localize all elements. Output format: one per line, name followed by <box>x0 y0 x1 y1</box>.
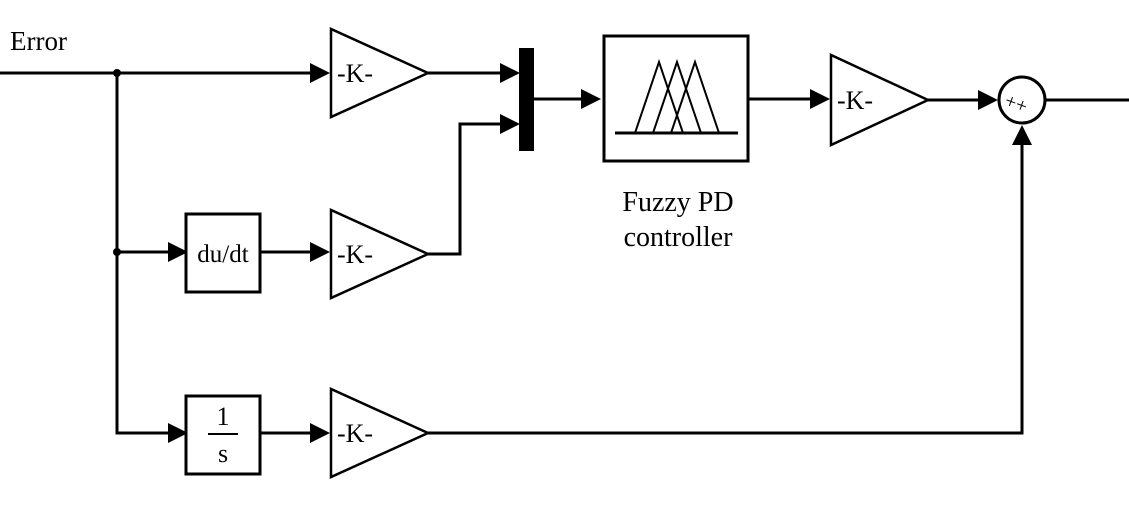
branch-point <box>113 69 121 77</box>
integrator-denominator: s <box>218 439 228 468</box>
integrator-numerator: 1 <box>217 402 230 431</box>
arrow-head <box>810 89 830 109</box>
gain-block-integral[interactable]: -K- <box>329 387 432 479</box>
input-wire <box>0 69 314 435</box>
gain-block-proportional[interactable]: -K- <box>329 27 432 119</box>
mux-block[interactable] <box>519 48 534 151</box>
derivative-block[interactable]: du/dt <box>184 212 262 294</box>
arrow-head <box>168 242 188 262</box>
derivative-label: du/dt <box>197 241 248 268</box>
gain-label: -K- <box>837 86 873 115</box>
integrator-block[interactable]: 1 s <box>184 394 262 476</box>
membership-functions-icon <box>615 58 738 135</box>
fuzzy-block-caption-line1: Fuzzy PD <box>622 187 733 218</box>
arrow-head <box>500 114 520 134</box>
fuzzy-pd-controller-block[interactable] <box>602 34 750 163</box>
arrow-head <box>310 242 330 262</box>
arrow-head <box>310 423 330 443</box>
gain-block-derivative[interactable]: -K- <box>329 208 432 300</box>
sum-block[interactable]: ++ <box>997 75 1047 125</box>
gain-label: -K- <box>337 240 373 269</box>
arrow-head <box>168 423 188 443</box>
gain-label: -K- <box>337 59 373 88</box>
gain-label: -K- <box>337 419 373 448</box>
arrow-head <box>978 90 998 110</box>
arrow-head <box>1012 125 1032 145</box>
arrow-head <box>310 63 330 83</box>
branch-point <box>113 248 121 256</box>
arrow-head <box>581 89 601 109</box>
input-label: Error <box>10 26 67 56</box>
fuzzy-block-caption-line2: controller <box>624 222 734 253</box>
gain-block-output[interactable]: -K- <box>829 53 931 147</box>
arrow-head <box>500 63 520 83</box>
